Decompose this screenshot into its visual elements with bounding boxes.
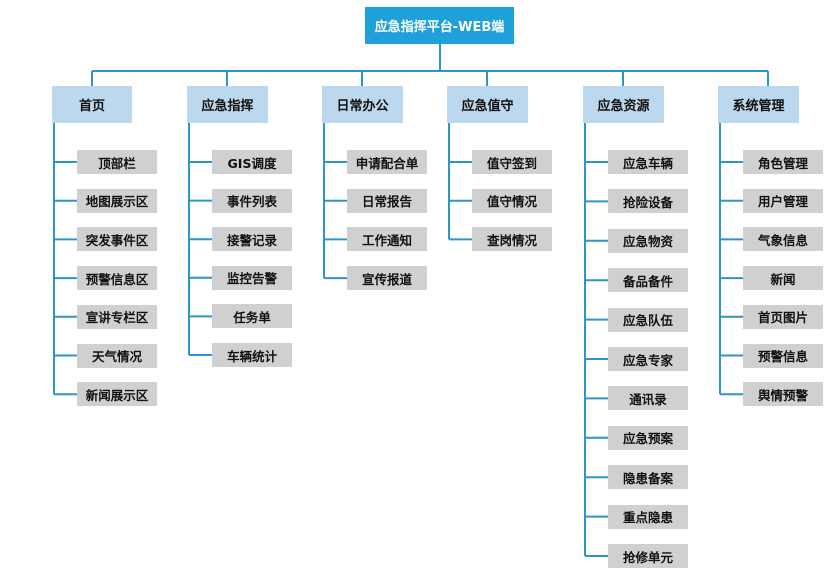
- item-node: 日常报告: [347, 188, 427, 213]
- item-label: 应急物资: [622, 234, 673, 250]
- category-daily-office: 日常办公: [322, 86, 403, 123]
- item-node: 抢修单元: [608, 544, 688, 568]
- item-node: 隐患备案: [608, 465, 688, 490]
- item-label: 角色管理: [757, 155, 808, 171]
- item-label: 备品备件: [622, 273, 673, 289]
- item-label: 新闻展示区: [85, 387, 149, 403]
- item-node: 顶部栏: [77, 150, 157, 174]
- item-label: 任务单: [233, 309, 271, 325]
- category-label: 应急指挥: [201, 99, 254, 114]
- category-home: 首页: [52, 86, 132, 123]
- item-label: 工作通知: [361, 232, 412, 248]
- item-label: 应急车辆: [622, 155, 673, 171]
- item-label: 值守情况: [486, 194, 537, 210]
- item-node: 申请配合单: [347, 150, 427, 174]
- item-node: 地图展示区: [77, 188, 157, 213]
- category-emergency-duty: 应急值守: [447, 86, 528, 123]
- item-node: 舆情预警: [743, 382, 823, 407]
- item-node: 值守情况: [472, 188, 552, 213]
- item-node: 突发事件区: [77, 227, 157, 252]
- item-label: 日常报告: [361, 194, 412, 210]
- item-label: 抢险设备: [622, 194, 673, 210]
- item-label: 预警信息: [757, 349, 808, 364]
- item-label: 天气情况: [91, 349, 142, 364]
- item-node: 宣讲专栏区: [77, 304, 157, 329]
- category-emergency-resources: 应急资源: [583, 86, 664, 123]
- category-label: 系统管理: [732, 99, 785, 114]
- item-label: 申请配合单: [355, 155, 419, 171]
- item-label: 顶部栏: [98, 155, 136, 171]
- item-node: 新闻展示区: [77, 382, 157, 407]
- item-label: 抢修单元: [622, 549, 673, 565]
- item-node: 天气情况: [77, 343, 157, 368]
- item-node: 接警记录: [212, 227, 292, 252]
- item-node: 监控告警: [212, 265, 292, 290]
- category-label: 应急资源: [597, 99, 650, 114]
- item-node: 值守签到: [472, 150, 552, 174]
- item-label: 宣传报道: [361, 271, 412, 287]
- item-label: 查岗情况: [486, 232, 537, 248]
- item-node: 查岗情况: [472, 227, 552, 252]
- item-label: 应急队伍: [622, 313, 673, 329]
- item-node: 角色管理: [743, 150, 823, 174]
- item-node: 应急队伍: [608, 307, 688, 332]
- item-node: 任务单: [212, 304, 292, 329]
- item-node: 首页图片: [743, 304, 823, 329]
- item-label: 事件列表: [226, 194, 277, 210]
- category-emergency-command: 应急指挥: [187, 86, 268, 123]
- item-node: 备品备件: [608, 268, 688, 293]
- root-label: 应急指挥平台-WEB端: [374, 20, 505, 35]
- item-node: 通讯录: [608, 386, 688, 411]
- item-node: 事件列表: [212, 188, 292, 213]
- item-label: 地图展示区: [85, 194, 149, 210]
- item-label: 突发事件区: [85, 232, 149, 248]
- item-label: GIS调度: [227, 155, 277, 171]
- item-label: 监控告警: [226, 271, 277, 287]
- item-node: 工作通知: [347, 227, 427, 252]
- item-label: 用户管理: [757, 194, 808, 210]
- category-label: 日常办公: [336, 99, 389, 114]
- item-node: 预警信息: [743, 343, 823, 368]
- item-node: 新闻: [743, 266, 823, 291]
- item-label: 应急专家: [622, 352, 673, 368]
- item-node: 应急物资: [608, 228, 688, 253]
- item-label: 宣讲专栏区: [85, 310, 149, 326]
- item-node: 应急预案: [608, 425, 688, 450]
- item-node: 预警信息区: [77, 266, 157, 291]
- item-node: 宣传报道: [347, 266, 427, 291]
- item-label: 应急预案: [622, 431, 673, 447]
- item-label: 重点隐患: [622, 510, 673, 526]
- item-node: 气象信息: [743, 227, 823, 252]
- item-label: 预警信息区: [85, 271, 149, 287]
- item-node: GIS调度: [212, 150, 292, 174]
- item-label: 车辆统计: [226, 348, 277, 364]
- item-label: 首页图片: [757, 310, 808, 326]
- category-label: 应急值守: [461, 99, 514, 114]
- item-node: 应急车辆: [608, 150, 688, 174]
- item-label: 通讯录: [629, 391, 667, 407]
- item-label: 新闻: [770, 271, 796, 287]
- category-system-management: 系统管理: [718, 86, 799, 123]
- category-label: 首页: [78, 99, 105, 114]
- item-label: 气象信息: [757, 232, 808, 248]
- item-node: 应急专家: [608, 347, 688, 371]
- item-node: 用户管理: [743, 188, 823, 213]
- item-node: 车辆统计: [212, 343, 292, 367]
- item-label: 舆情预警: [757, 387, 808, 403]
- item-label: 隐患备案: [622, 470, 673, 486]
- item-label: 接警记录: [226, 232, 277, 248]
- item-label: 值守签到: [486, 155, 537, 171]
- item-node: 重点隐患: [608, 504, 688, 529]
- item-node: 抢险设备: [608, 189, 688, 214]
- root-node: 应急指挥平台-WEB端: [365, 7, 514, 44]
